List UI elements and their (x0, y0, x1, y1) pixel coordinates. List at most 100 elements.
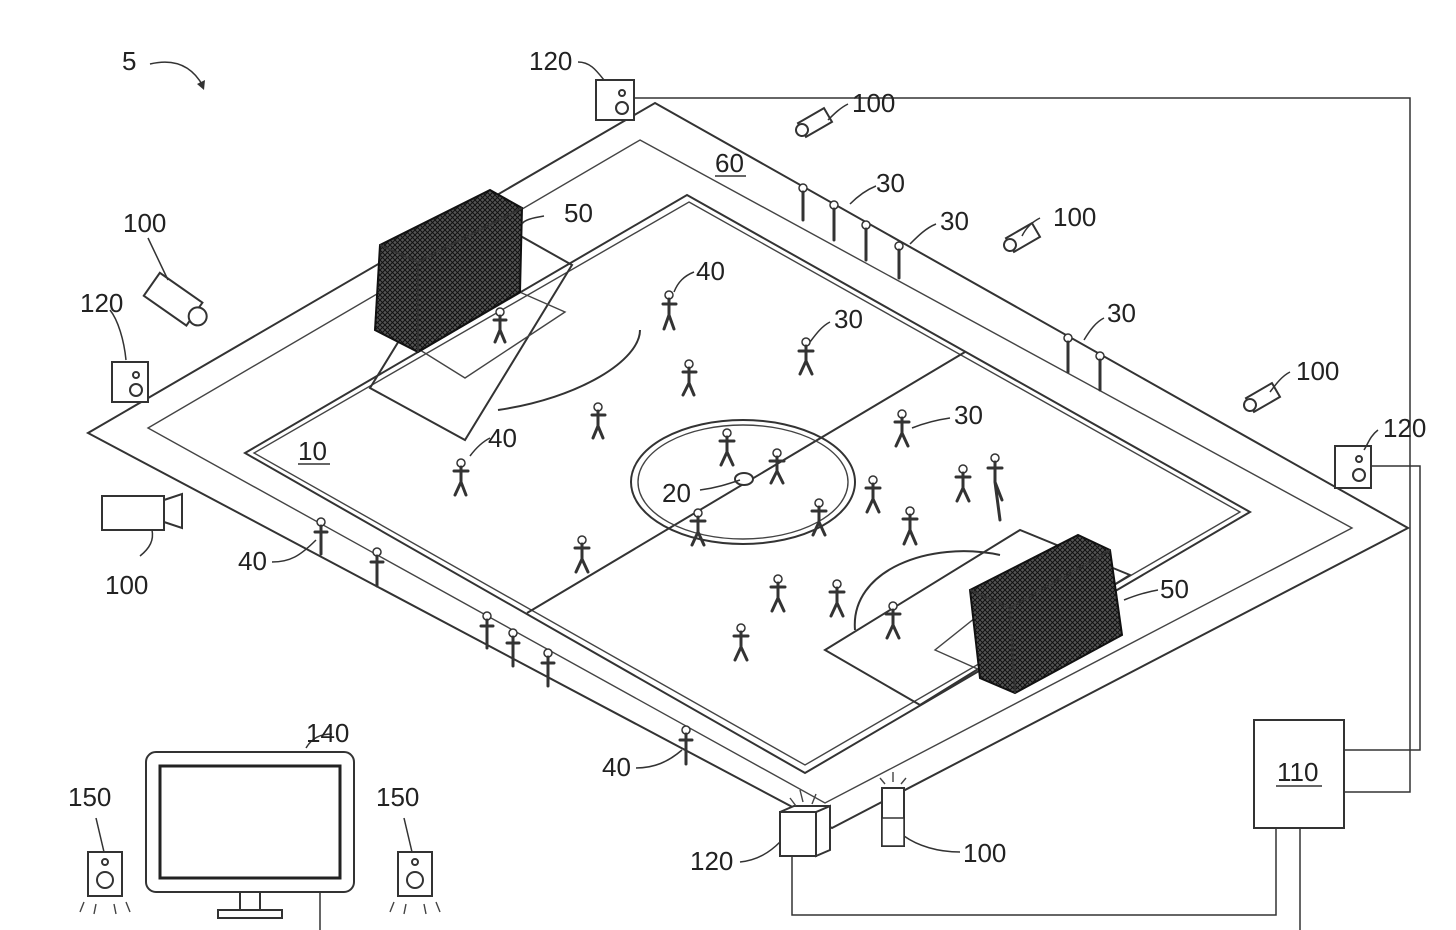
person (893, 409, 911, 448)
label-camera: 100 (963, 838, 1006, 868)
person (864, 475, 882, 514)
label-speaker: 120 (1383, 413, 1426, 443)
label-display: 140 (306, 718, 349, 748)
camera-icon (142, 271, 208, 327)
processor-unit: 110 (1253, 719, 1345, 829)
person (590, 402, 607, 440)
speaker-icon (779, 789, 831, 858)
center-circle (630, 419, 856, 545)
camera-icon (795, 106, 834, 139)
monitor-base (217, 909, 283, 919)
camera-icon (1003, 221, 1042, 254)
field-boundary-inner (252, 201, 1242, 766)
speaker-icon (111, 361, 149, 403)
person (1063, 333, 1073, 374)
label-player: 30 (1107, 298, 1136, 328)
label-goal: 50 (1160, 574, 1189, 604)
goal-net-bottom (968, 533, 1124, 695)
center-circle-inner (637, 424, 849, 540)
label-camera: 100 (105, 570, 148, 600)
speakers (111, 79, 1372, 858)
label-speaker: 120 (80, 288, 123, 318)
person (492, 307, 508, 344)
stadium-outer-edge (85, 101, 1411, 830)
person (540, 648, 556, 688)
people (313, 183, 1105, 766)
person (718, 428, 736, 467)
cameras (101, 106, 1282, 847)
label-audio: 150 (376, 782, 419, 812)
person (894, 241, 904, 280)
label-official: 40 (238, 546, 267, 576)
figure-number: 5 (122, 46, 136, 76)
person (986, 453, 1004, 522)
person (661, 290, 678, 331)
person (369, 547, 385, 588)
audio-left (79, 851, 131, 915)
audio-right (389, 851, 441, 915)
speaker-icon (1334, 445, 1372, 489)
label-field: 10 (298, 436, 327, 466)
label-ball: 20 (662, 478, 691, 508)
goal-crossbar-top (417, 207, 523, 263)
processor-label: 110 (1277, 757, 1318, 787)
speaker-icon (595, 79, 635, 121)
monitor-screen (158, 764, 342, 880)
label-player: 30 (954, 400, 983, 430)
camera-icon (879, 772, 907, 847)
person (861, 220, 871, 262)
camera-icon (101, 492, 183, 531)
label-official: 40 (602, 752, 631, 782)
penalty-arc-top (497, 329, 641, 411)
figure-arrowhead (197, 80, 205, 90)
person (681, 359, 698, 397)
label-speaker: 120 (529, 46, 572, 76)
person (797, 337, 815, 376)
person (452, 458, 470, 497)
person (313, 517, 329, 556)
person (573, 535, 591, 574)
label-goal: 50 (564, 198, 593, 228)
field-boundary (243, 193, 1253, 775)
person (810, 498, 828, 537)
person (768, 448, 786, 485)
label-player: 30 (876, 168, 905, 198)
person (798, 183, 808, 222)
display-monitor (145, 751, 355, 919)
person (828, 579, 846, 618)
reference-numerals: 120 100 60 30 30 100 50 100 120 40 30 30… (68, 46, 1426, 876)
wire-top-speaker (634, 97, 1411, 793)
label-audio: 150 (68, 782, 111, 812)
person (769, 574, 787, 613)
stadium-perimeter (85, 101, 1411, 830)
processor-box (1253, 719, 1345, 829)
label-stands: 60 (715, 148, 744, 178)
person (689, 508, 707, 547)
label-camera: 100 (1296, 356, 1339, 386)
wire-right-speaker (1342, 465, 1421, 751)
person (479, 611, 495, 650)
monitor-neck (239, 891, 261, 911)
wire-bottom-speaker (791, 828, 1277, 916)
person (732, 623, 750, 662)
label-speaker: 120 (690, 846, 733, 876)
person (901, 506, 919, 546)
person (505, 628, 521, 668)
label-camera: 100 (1053, 202, 1096, 232)
label-camera: 100 (123, 208, 166, 238)
label-official: 40 (696, 256, 725, 286)
person (884, 601, 902, 640)
label-player: 30 (834, 304, 863, 334)
label-camera: 100 (852, 88, 895, 118)
person (954, 464, 972, 503)
person (1095, 351, 1105, 392)
goal-top (373, 188, 524, 354)
penalty-arc-bottom (853, 550, 1001, 631)
label-player: 30 (940, 206, 969, 236)
figure-arrow (149, 61, 204, 87)
wiring (319, 97, 1421, 930)
goal-net-top (373, 188, 524, 354)
goal-bottom (968, 533, 1124, 695)
person (829, 200, 839, 242)
